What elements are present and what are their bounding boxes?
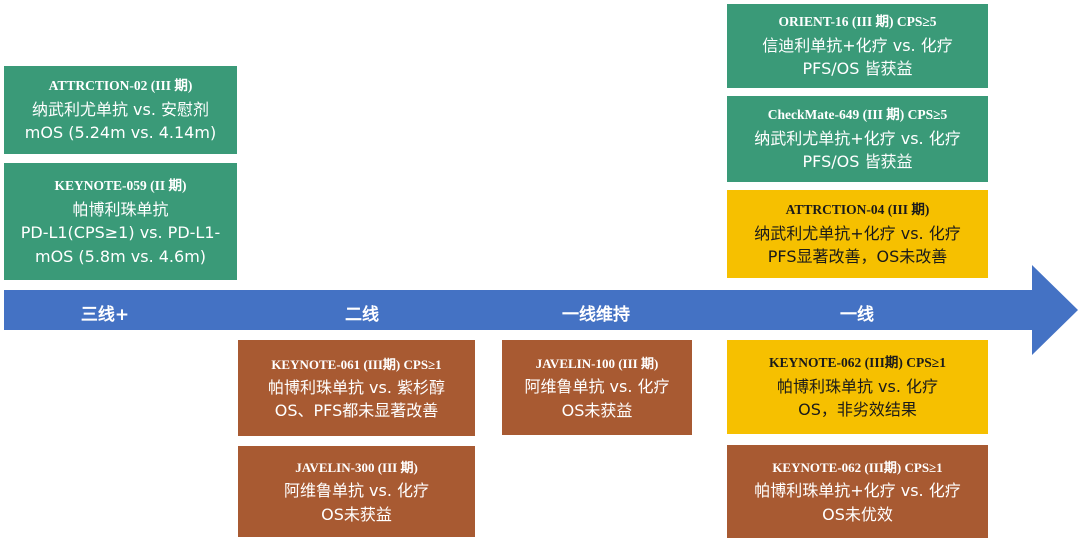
- trial-line: 纳武利尤单抗+化疗 vs. 化疗: [754, 129, 961, 149]
- trial-box-keynote-061: KEYNOTE-061 (III期) CPS≥1 帕博利珠单抗 vs. 紫杉醇 …: [238, 340, 475, 436]
- trial-line: 纳武利尤单抗 vs. 安慰剂: [31, 100, 210, 120]
- trial-line: 帕博利珠单抗+化疗 vs. 化疗: [754, 481, 961, 501]
- stage-label-third-line-plus: 三线+: [80, 305, 130, 325]
- trial-title: CheckMate-649 (III 期) CPS≥5: [767, 107, 948, 123]
- trial-line: mOS (5.24m vs. 4.14m): [24, 123, 217, 143]
- stage-label-first-line-maintenance: 一线维持: [562, 305, 630, 325]
- trial-line: 帕博利珠单抗 vs. 化疗: [776, 377, 939, 397]
- timeline-arrow-shape: [4, 265, 1078, 355]
- trial-title: JAVELIN-100 (III 期): [535, 356, 659, 372]
- trial-line: 帕博利珠单抗 vs. 紫杉醇: [267, 377, 446, 397]
- timeline-arrow: [4, 265, 1078, 355]
- trial-line: OS未优效: [822, 504, 893, 524]
- trial-box-attraction-04: ATTRCTION-04 (III 期) 纳武利尤单抗+化疗 vs. 化疗 PF…: [727, 190, 988, 278]
- trial-box-keynote-059: KEYNOTE-059 (II 期) 帕博利珠单抗 PD-L1(CPS≥1) v…: [4, 163, 237, 280]
- trial-line: mOS (5.8m vs. 4.6m): [34, 246, 207, 266]
- trial-line: PD-L1(CPS≥1) vs. PD-L1-: [20, 223, 221, 243]
- trial-title: KEYNOTE-062 (III期) CPS≥1: [772, 460, 943, 476]
- trial-line: 阿维鲁单抗 vs. 化疗: [283, 481, 430, 501]
- trial-line: PFS/OS 皆获益: [802, 152, 913, 172]
- trial-line: OS，非劣效结果: [798, 400, 917, 420]
- stage-label-first-line: 一线: [840, 305, 874, 325]
- trial-box-checkmate-649: CheckMate-649 (III 期) CPS≥5 纳武利尤单抗+化疗 vs…: [727, 96, 988, 182]
- trial-line: 信迪利单抗+化疗 vs. 化疗: [762, 36, 953, 56]
- trial-line: OS、PFS都未显著改善: [274, 401, 439, 421]
- trial-title: KEYNOTE-061 (III期) CPS≥1: [271, 356, 442, 372]
- trial-line: PFS显著改善，OS未改善: [767, 247, 948, 267]
- trial-box-keynote-062-combo: KEYNOTE-062 (III期) CPS≥1 帕博利珠单抗+化疗 vs. 化…: [727, 445, 988, 538]
- trial-box-javelin-300: JAVELIN-300 (III 期) 阿维鲁单抗 vs. 化疗 OS未获益: [238, 446, 475, 537]
- trial-line: 纳武利尤单抗+化疗 vs. 化疗: [754, 224, 961, 244]
- trial-box-orient-16: ORIENT-16 (III 期) CPS≥5 信迪利单抗+化疗 vs. 化疗 …: [727, 4, 988, 88]
- trial-line: OS未获益: [561, 400, 633, 420]
- trial-title: KEYNOTE-062 (III期) CPS≥1: [769, 355, 946, 371]
- trial-title: ATTRCTION-04 (III 期): [785, 202, 930, 218]
- trial-title: ATTRCTION-02 (III 期): [48, 78, 193, 94]
- trial-box-keynote-062-mono: KEYNOTE-062 (III期) CPS≥1 帕博利珠单抗 vs. 化疗 O…: [727, 340, 988, 434]
- trial-box-javelin-100: JAVELIN-100 (III 期) 阿维鲁单抗 vs. 化疗 OS未获益: [502, 340, 692, 435]
- stage-label-second-line: 二线: [345, 305, 379, 325]
- trial-title: JAVELIN-300 (III 期): [295, 460, 418, 476]
- trial-title: KEYNOTE-059 (II 期): [54, 178, 187, 194]
- trial-line: PFS/OS 皆获益: [802, 59, 913, 79]
- trial-title: ORIENT-16 (III 期) CPS≥5: [778, 14, 937, 30]
- trial-line: OS未获益: [321, 504, 392, 524]
- trial-line: 帕博利珠单抗: [72, 200, 169, 220]
- trial-line: 阿维鲁单抗 vs. 化疗: [524, 377, 670, 397]
- trial-box-attraction-02: ATTRCTION-02 (III 期) 纳武利尤单抗 vs. 安慰剂 mOS …: [4, 66, 237, 154]
